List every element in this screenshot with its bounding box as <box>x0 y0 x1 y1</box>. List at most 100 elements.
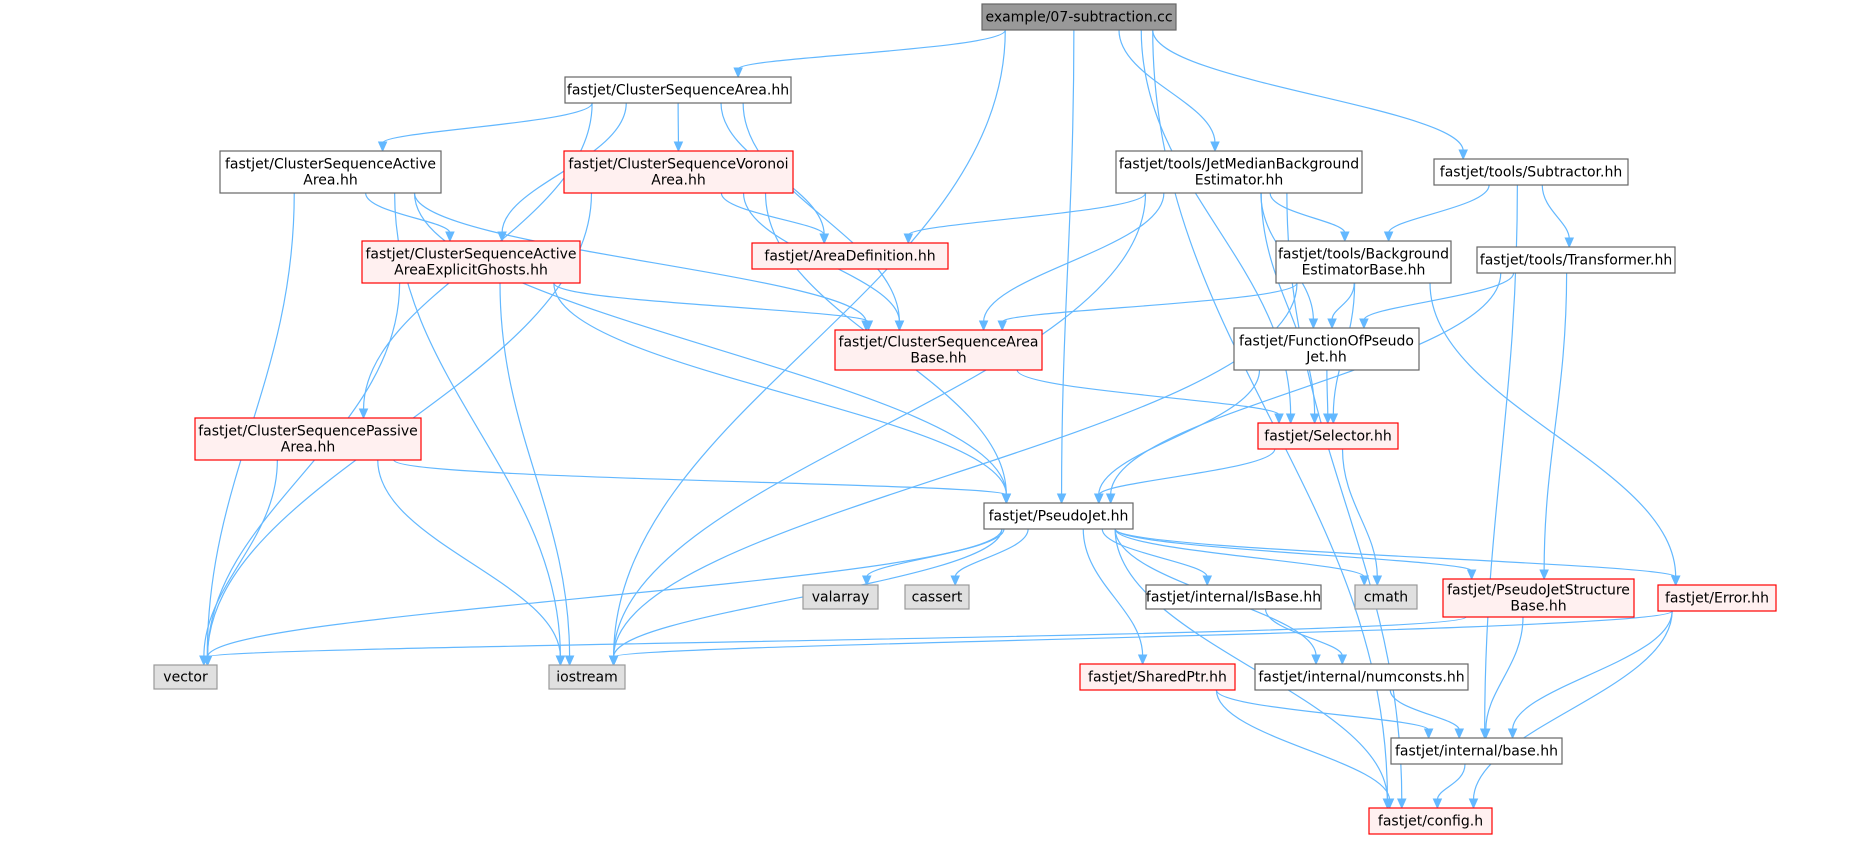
node-isbase[interactable]: fastjet/internal/IsBase.hh <box>1145 584 1322 610</box>
edge-line <box>954 528 1029 578</box>
arrow-head-icon <box>894 320 905 332</box>
arrow-head-icon <box>1466 569 1477 581</box>
nodes-layer: example/07-subtraction.cc fastjet/Cluster… <box>153 3 1777 835</box>
node-label: fastjet/internal/numconsts.hh <box>1258 670 1464 686</box>
node-label: Area.hh <box>303 173 357 189</box>
node-vector[interactable]: vector <box>153 664 218 690</box>
edge-line <box>1429 282 1677 578</box>
node-box <box>548 664 626 690</box>
node-iostream[interactable]: iostream <box>548 664 626 690</box>
node-box <box>802 584 879 610</box>
edge-base-config <box>1432 763 1466 810</box>
arrow-head-icon <box>1001 493 1012 505</box>
node-label: Area.hh <box>281 440 335 456</box>
edge-line <box>499 282 571 658</box>
edge-line <box>1541 184 1570 240</box>
node-selector[interactable]: fastjet/Selector.hh <box>1257 422 1399 450</box>
node-box <box>983 502 1134 530</box>
node-box <box>1476 246 1676 274</box>
arrow-head-icon <box>1423 728 1434 740</box>
node-error[interactable]: fastjet/Error.hh <box>1657 584 1777 612</box>
arrow-head-icon <box>1481 728 1491 740</box>
edge-line <box>1114 528 1365 578</box>
arrow-head-icon <box>1564 237 1575 249</box>
node-box <box>1442 578 1635 618</box>
edge-csaeg-csab <box>553 282 874 332</box>
node-areadef[interactable]: fastjet/AreaDefinition.hh <box>751 242 949 270</box>
node-cassert[interactable]: cassert <box>904 584 970 610</box>
arrow-head-icon <box>1328 413 1339 425</box>
node-pseudojet[interactable]: fastjet/PseudoJet.hh <box>983 502 1134 530</box>
node-box <box>1254 663 1469 691</box>
node-csa[interactable]: fastjet/ClusterSequenceArea.hh <box>564 76 792 104</box>
arrow-head-icon <box>1309 413 1320 425</box>
node-label: Base.hh <box>1510 599 1566 615</box>
edge-csact-csaeg <box>365 192 455 243</box>
edge-line <box>1472 610 1673 801</box>
edge-line <box>393 459 1007 496</box>
node-csaeg[interactable]: fastjet/ClusterSequenceActiveAreaExplici… <box>361 240 581 284</box>
node-sub[interactable]: fastjet/tools/Subtractor.hh <box>1433 158 1629 186</box>
arrow-head-icon <box>1454 728 1465 740</box>
edge-fopj-pseudojet <box>1093 369 1261 505</box>
edge-bgest-csab <box>997 282 1298 332</box>
node-box <box>1233 327 1420 371</box>
node-label: fastjet/PseudoJetStructure <box>1447 583 1630 599</box>
node-sharedptr[interactable]: fastjet/SharedPtr.hh <box>1079 663 1236 691</box>
edge-line <box>613 192 1147 658</box>
edge-sharedptr-config <box>1215 689 1395 810</box>
edge-jmbe-config <box>1286 192 1407 810</box>
edge-pseudojet-sharedptr <box>1082 528 1148 666</box>
edge-line <box>1082 528 1144 657</box>
edge-main-sub <box>1152 29 1468 161</box>
node-valarray[interactable]: valarray <box>802 584 879 610</box>
node-numconsts[interactable]: fastjet/internal/numconsts.hh <box>1254 663 1469 691</box>
edge-line <box>613 610 1673 658</box>
arrow-head-icon <box>997 320 1008 332</box>
edge-csaeg-iostream <box>499 282 575 667</box>
edge-line <box>982 192 1165 323</box>
edge-line <box>720 192 825 236</box>
edge-pjsb-base <box>1481 616 1524 740</box>
arrow-head-icon <box>1468 798 1479 810</box>
node-label: fastjet/tools/Background <box>1278 247 1449 263</box>
edge-line <box>1060 29 1075 496</box>
node-box <box>904 584 970 610</box>
edge-sharedptr-base <box>1215 689 1434 740</box>
node-label: fastjet/Error.hh <box>1665 591 1769 607</box>
node-box <box>1275 240 1452 284</box>
node-base[interactable]: fastjet/internal/base.hh <box>1390 737 1563 765</box>
node-main[interactable]: example/07-subtraction.cc <box>981 3 1177 31</box>
edge-line <box>1543 272 1568 572</box>
edge-pseudojet-cassert <box>950 528 1029 587</box>
arrow-head-icon <box>1285 413 1296 425</box>
node-label: EstimatorBase.hh <box>1302 263 1426 279</box>
node-box <box>1354 584 1418 610</box>
node-label: fastjet/PseudoJet.hh <box>989 509 1129 525</box>
edge-jmbe-bgest <box>1269 192 1350 243</box>
node-label: fastjet/config.h <box>1378 814 1483 830</box>
node-label: AreaExplicitGhosts.hh <box>394 263 548 279</box>
node-box <box>1390 737 1563 765</box>
node-config[interactable]: fastjet/config.h <box>1368 807 1493 835</box>
node-label: Area.hh <box>651 173 705 189</box>
edge-line <box>413 192 867 323</box>
edge-selector-cmath <box>1341 448 1383 587</box>
edge-line <box>1485 616 1524 731</box>
node-cmath[interactable]: cmath <box>1354 584 1418 610</box>
arrow-head-icon <box>1308 318 1319 330</box>
edge-csa-csact <box>377 102 593 153</box>
arrow-head-icon <box>733 67 743 79</box>
edge-csaeg-vector <box>202 282 401 667</box>
node-transf[interactable]: fastjet/tools/Transformer.hh <box>1476 246 1676 274</box>
arrow-head-icon <box>1327 318 1337 330</box>
node-jmbe[interactable]: fastjet/tools/JetMedianBackgroundEstimat… <box>1115 150 1363 194</box>
